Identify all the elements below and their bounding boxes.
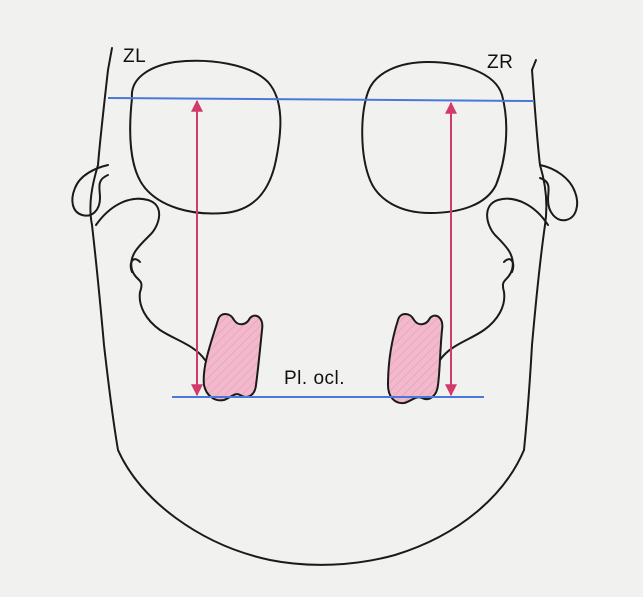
- right-orbit: [362, 62, 506, 213]
- occlusal-plane-label: Pl. ocl.: [284, 368, 345, 390]
- left-zygion-marker: [108, 48, 112, 70]
- zl-label: ZL: [123, 46, 146, 68]
- zygion-line: [108, 98, 534, 101]
- skull-outline: [90, 70, 546, 565]
- right-zygion-marker: [532, 60, 536, 70]
- left-molar: [204, 314, 263, 400]
- right-molar: [388, 314, 442, 403]
- zr-label: ZR: [487, 52, 513, 74]
- right-ramus: [440, 199, 548, 360]
- left-ramus: [96, 199, 205, 360]
- left-orbit: [130, 61, 280, 214]
